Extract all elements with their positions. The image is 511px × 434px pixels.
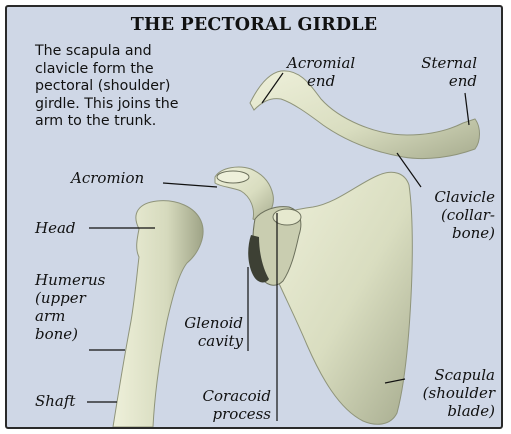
intro-line: pectoral (shoulder) bbox=[35, 78, 235, 96]
label-head: Head bbox=[35, 219, 76, 237]
label-acromion: Acromion bbox=[71, 169, 144, 187]
intro-text: The scapula and clavicle form the pector… bbox=[35, 43, 235, 131]
intro-line: arm to the trunk. bbox=[35, 113, 235, 131]
label-coracoid-process: Coracoid process bbox=[185, 387, 271, 423]
intro-line: clavicle form the bbox=[35, 61, 235, 79]
label-clavicle: Clavicle (collar- bone) bbox=[403, 188, 495, 242]
label-shaft: Shaft bbox=[35, 392, 75, 410]
label-acromial-end: Acromial end bbox=[287, 54, 355, 90]
label-glenoid-cavity: Glenoid cavity bbox=[167, 314, 243, 350]
label-scapula: Scapula (shoulder blade) bbox=[399, 366, 495, 420]
diagram-panel: THE PECTORAL GIRDLE The scapula and clav… bbox=[5, 5, 503, 429]
acromion-tip bbox=[217, 171, 249, 183]
label-sternal-end: Sternal end bbox=[395, 54, 477, 90]
intro-line: girdle. This joins the bbox=[35, 96, 235, 114]
label-humerus: Humerus (upper arm bone) bbox=[35, 271, 105, 343]
diagram-title: THE PECTORAL GIRDLE bbox=[7, 15, 501, 35]
intro-line: The scapula and bbox=[35, 43, 235, 61]
